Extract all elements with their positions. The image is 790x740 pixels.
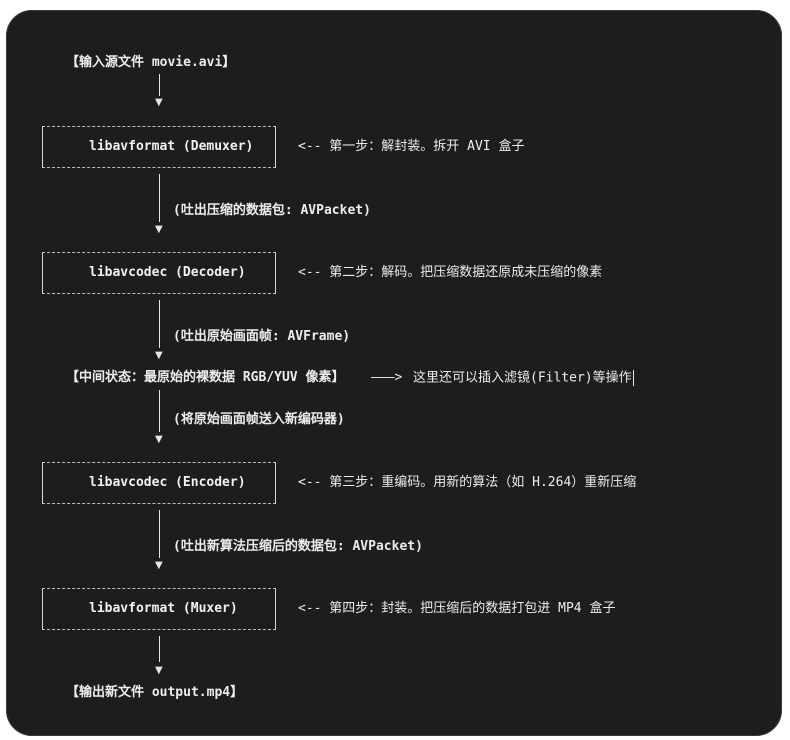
- step2-output: (吐出原始画面帧: AVFrame): [173, 329, 351, 344]
- step2-note: <-- 第二步：解码。把压缩数据还原成未压缩的像素: [298, 265, 603, 280]
- intermediate-next: (将原始画面帧送入新编码器): [173, 412, 345, 427]
- encoder-box: libavcodec (Encoder): [42, 462, 276, 504]
- diagram-frame: [6, 10, 782, 736]
- step3-output: (吐出新算法压缩后的数据包: AVPacket): [173, 539, 423, 554]
- demuxer-box: libavformat (Demuxer): [42, 126, 276, 168]
- connector-line: [159, 174, 160, 222]
- input-file-label: 【输入源文件 movie.avi】: [66, 55, 236, 70]
- muxer-box: libavformat (Muxer): [42, 588, 276, 630]
- arrow-down-icon: ▼: [155, 560, 163, 571]
- output-file-label: 【输出新文件 output.mp4】: [66, 685, 244, 700]
- step4-note: <-- 第四步：封装。把压缩后的数据打包进 MP4 盒子: [298, 601, 616, 616]
- filter-note: 这里还可以插入滤镜(Filter)等操作: [413, 370, 632, 386]
- step3-note: <-- 第三步：重编码。用新的算法（如 H.264）重新压缩: [298, 475, 637, 490]
- demuxer-label: libavformat (Demuxer): [89, 139, 254, 154]
- encoder-label: libavcodec (Encoder): [89, 475, 246, 490]
- arrow-down-icon: ▼: [155, 350, 163, 361]
- connector-line: [159, 510, 160, 558]
- arrow-down-icon: ▼: [155, 97, 163, 108]
- muxer-label: libavformat (Muxer): [89, 601, 238, 616]
- connector-line: [159, 74, 160, 96]
- decoder-box: libavcodec (Decoder): [42, 252, 276, 294]
- intermediate-state: 【中间状态：最原始的裸数据 RGB/YUV 像素】: [66, 370, 345, 385]
- filter-arrow: ———>: [371, 370, 403, 385]
- connector-line: [159, 390, 160, 432]
- arrow-down-icon: ▼: [155, 434, 163, 445]
- decoder-label: libavcodec (Decoder): [89, 265, 246, 280]
- connector-line: [159, 300, 160, 348]
- arrow-down-icon: ▼: [155, 665, 163, 676]
- arrow-down-icon: ▼: [155, 224, 163, 235]
- step1-output: (吐出压缩的数据包: AVPacket): [173, 203, 371, 218]
- text-cursor: [632, 370, 634, 386]
- filter-note-line: 这里还可以插入滤镜(Filter)等操作: [413, 370, 634, 387]
- connector-line: [159, 636, 160, 662]
- step1-note: <-- 第一步：解封装。拆开 AVI 盒子: [298, 139, 525, 154]
